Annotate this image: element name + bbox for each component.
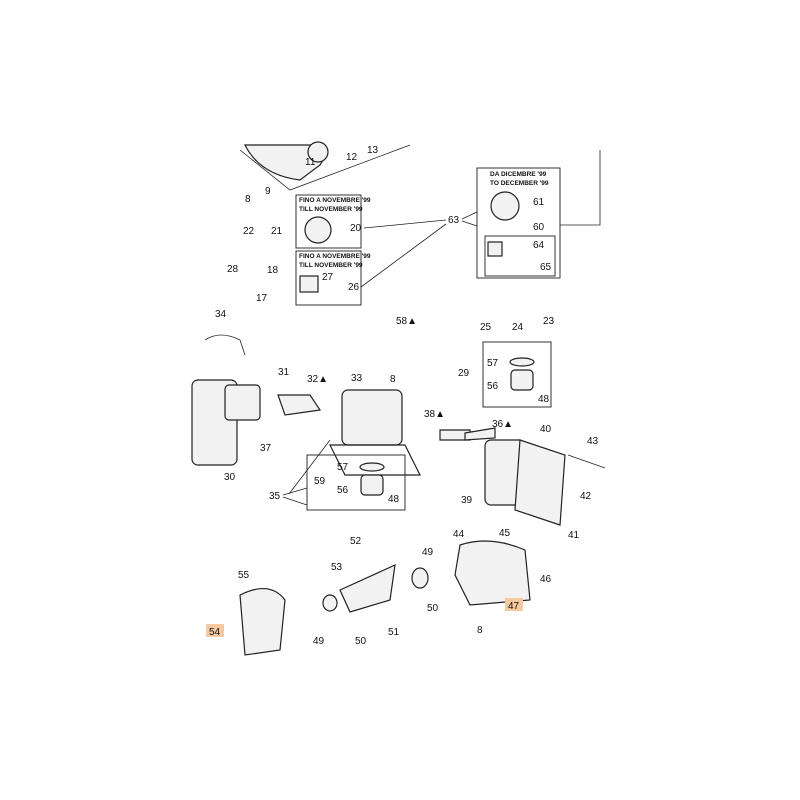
label-34[interactable]: 34 [215,309,227,320]
label-25[interactable]: 25 [480,322,492,333]
label-23[interactable]: 23 [543,316,555,327]
label-56b[interactable]: 56 [337,485,349,496]
muffler-cover [514,439,566,526]
highlight-47 [505,598,523,611]
label-28[interactable]: 28 [227,264,239,275]
group-bracket [560,150,601,226]
label-50b[interactable]: 50 [355,636,367,647]
label-49b[interactable]: 49 [313,636,325,647]
label-44[interactable]: 44 [453,529,465,540]
label-20[interactable]: 20 [350,223,362,234]
label-50[interactable]: 50 [427,603,439,614]
label-43[interactable]: 43 [587,436,599,447]
label-29[interactable]: 29 [458,368,470,379]
label-35[interactable]: 35 [269,491,281,502]
label-56[interactable]: 56 [487,381,499,392]
label-38[interactable]: 38▲ [424,409,445,420]
label-11[interactable]: 11 [305,157,316,168]
crankcase-half-left [239,588,286,656]
note-from-1: DA DICEMBRE '99 [490,171,547,178]
note-till-2: TILL NOVEMBER '99 [299,206,363,213]
starter-assembly [239,141,411,191]
label-65[interactable]: 65 [540,262,552,273]
label-8[interactable]: 8 [245,194,251,205]
label-52[interactable]: 52 [350,536,362,547]
label-47[interactable]: 47 [508,601,520,612]
label-57b[interactable]: 57 [337,462,349,473]
note-till-1: FINO A NOVEMBRE '99 [299,197,371,204]
label-31[interactable]: 31 [278,367,290,378]
label-48[interactable]: 48 [538,394,550,405]
cylinder [341,389,403,446]
label-54[interactable]: 54 [209,627,221,638]
note-from-2: TO DECEMBER '99 [490,180,549,187]
label-48b[interactable]: 48 [388,494,400,505]
label-26[interactable]: 26 [348,282,360,293]
till-november-box-1 [295,194,362,249]
piston-group-box [306,454,406,511]
label-12[interactable]: 12 [346,152,358,163]
note-till-2b: TILL NOVEMBER '99 [299,262,363,269]
label-24[interactable]: 24 [512,322,524,333]
label-53[interactable]: 53 [331,562,343,573]
label-64[interactable]: 64 [533,240,545,251]
label-42[interactable]: 42 [580,491,592,502]
label-8b[interactable]: 8 [390,374,396,385]
label-60[interactable]: 60 [533,222,545,233]
label-55[interactable]: 55 [238,570,250,581]
label-13[interactable]: 13 [367,145,379,156]
part-labels: 11 12 13 8 9 22 21 28 18 17 20 27 26 63 … [209,145,599,647]
label-33[interactable]: 33 [351,373,363,384]
label-8c[interactable]: 8 [477,625,483,636]
label-32[interactable]: 32▲ [307,374,328,385]
label-41[interactable]: 41 [568,530,580,541]
label-46[interactable]: 46 [540,574,552,585]
from-december-box [476,167,561,279]
label-27[interactable]: 27 [322,272,334,283]
label-22[interactable]: 22 [243,226,255,237]
label-61[interactable]: 61 [533,197,545,208]
label-39[interactable]: 39 [461,495,473,506]
label-18[interactable]: 18 [267,265,279,276]
label-36[interactable]: 36▲ [492,419,513,430]
label-49[interactable]: 49 [422,547,434,558]
crankshaft [339,564,396,613]
label-59[interactable]: 59 [314,476,326,487]
label-40[interactable]: 40 [540,424,552,435]
highlight-54 [206,624,224,637]
piston-box [482,341,552,408]
label-21[interactable]: 21 [271,226,283,237]
label-51[interactable]: 51 [388,627,400,638]
label-9[interactable]: 9 [265,186,271,197]
label-45[interactable]: 45 [499,528,511,539]
note-till-1b: FINO A NOVEMBRE '99 [299,253,371,260]
crankcase-half-right [454,540,531,606]
till-november-box-2 [295,250,362,306]
label-30[interactable]: 30 [224,472,236,483]
label-37[interactable]: 37 [260,443,272,454]
label-63[interactable]: 63 [448,215,460,226]
label-17[interactable]: 17 [256,293,268,304]
label-58[interactable]: 58▲ [396,316,417,327]
label-57[interactable]: 57 [487,358,499,369]
